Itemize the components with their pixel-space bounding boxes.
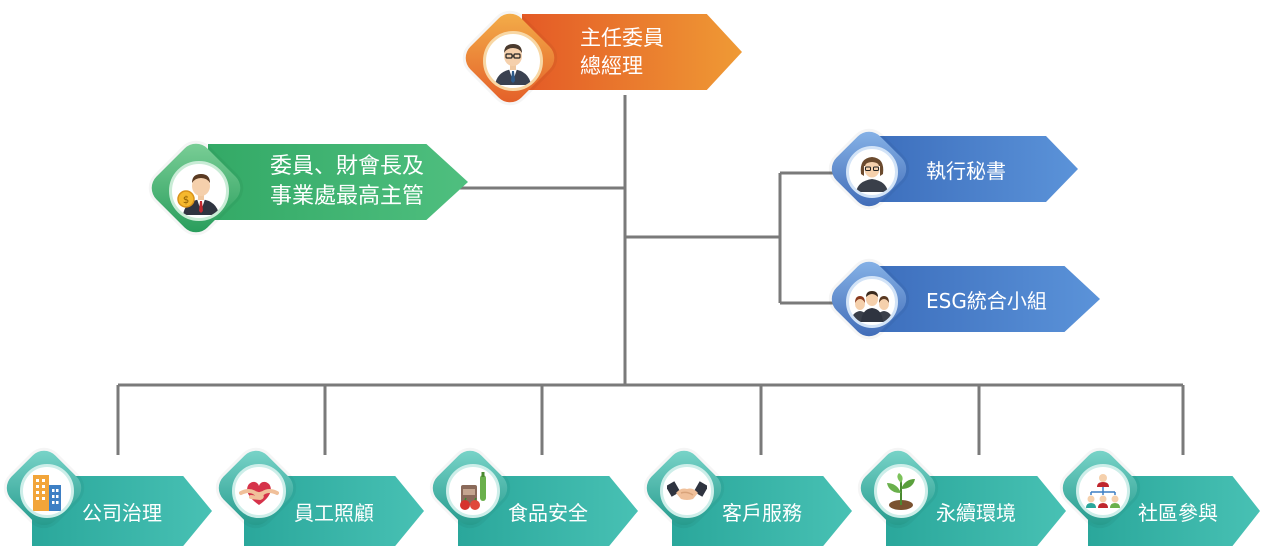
department-employee-care: 員工照顧 — [212, 444, 426, 548]
department-community-engagement: 社區參與 — [1056, 444, 1266, 548]
svg-text:$: $ — [183, 195, 189, 206]
chair-banner: 主任委員 總經理 — [522, 14, 742, 90]
esg-team-label: ESG統合小組 — [926, 288, 1047, 313]
secretary-banner: 執行秘書 — [878, 136, 1078, 202]
department-sustainable-environment: 永續環境 — [854, 444, 1068, 548]
department-label: 食品安全 — [508, 500, 588, 525]
food-icon — [446, 464, 500, 518]
chair-title: 主任委員 — [580, 26, 664, 50]
department-customer-service: 客戶服務 — [640, 444, 854, 548]
committee-line1: 委員、財會長及 — [270, 154, 425, 179]
secretary-label: 執行秘書 — [926, 158, 1006, 183]
department-label: 客戶服務 — [722, 500, 802, 525]
building-icon — [20, 464, 74, 518]
team-icon — [846, 276, 898, 328]
department-label: 員工照顧 — [294, 500, 374, 525]
department-corporate-governance: 公司治理 — [0, 444, 214, 548]
handshake-icon — [660, 464, 714, 518]
finance-manager-icon: $ — [169, 161, 229, 221]
node-esg-team: ESG統合小組 — [825, 255, 1108, 343]
community-icon — [1076, 464, 1130, 518]
department-label: 公司治理 — [82, 500, 162, 525]
department-label: 永續環境 — [936, 500, 1016, 525]
businessman-icon — [483, 31, 543, 91]
node-chair: 主任委員 總經理 — [459, 7, 752, 109]
secretary-icon — [846, 146, 898, 198]
committee-line2: 事業處最高主管 — [270, 184, 425, 209]
plant-icon — [874, 464, 928, 518]
department-label: 社區參與 — [1138, 500, 1218, 525]
node-secretary: 執行秘書 — [825, 125, 1088, 213]
node-committee: 委員、財會長及 事業處最高主管 $ — [145, 137, 478, 239]
chair-subtitle: 總經理 — [580, 54, 643, 78]
department-food-safety: 食品安全 — [426, 444, 640, 548]
esg-team-banner: ESG統合小組 — [878, 266, 1100, 332]
heart-hands-icon — [232, 464, 286, 518]
committee-banner: 委員、財會長及 事業處最高主管 — [208, 144, 468, 220]
